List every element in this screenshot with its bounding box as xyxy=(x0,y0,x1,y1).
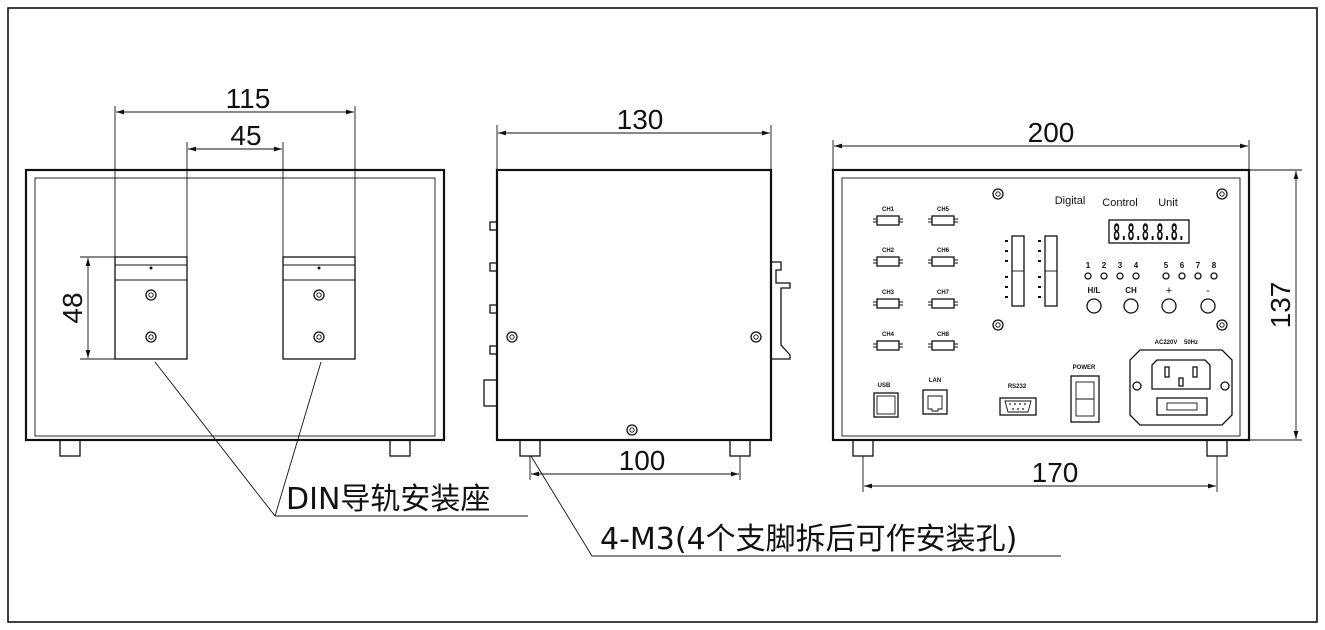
rear-enclosure xyxy=(831,168,1251,442)
control-buttons: H/L CH + - xyxy=(1086,285,1216,314)
dim-front-115: 115 xyxy=(226,83,271,114)
panel-title-control: Control xyxy=(1102,197,1137,209)
ac-inlet[interactable] xyxy=(1129,349,1233,426)
front-foot-left xyxy=(59,439,81,457)
panel-title-unit: Unit xyxy=(1158,197,1178,209)
led-label: 8 xyxy=(1212,261,1217,270)
dim-rear-170: 170 xyxy=(1032,457,1079,488)
din-mount-right xyxy=(282,256,356,360)
ch-label: CH1 xyxy=(882,207,895,213)
dim-side-130: 130 xyxy=(617,104,664,135)
usb-label: USB xyxy=(878,383,891,389)
ac-voltage-label: AC220V xyxy=(1155,340,1178,346)
ac-frequency-label: 50Hz xyxy=(1184,340,1198,346)
ch-label: CH5 xyxy=(937,207,950,213)
rs232-label: RS232 xyxy=(1008,384,1027,390)
lan-port[interactable] xyxy=(922,389,948,415)
led-label: 2 xyxy=(1102,261,1107,270)
ch-label: CH6 xyxy=(937,248,950,254)
plus-button[interactable] xyxy=(1161,298,1177,314)
button-label-plus: + xyxy=(1166,285,1172,297)
ch-label: CH2 xyxy=(882,248,895,254)
led-label: 5 xyxy=(1164,261,1169,270)
front-view: 115 45 48 xyxy=(24,83,446,457)
dim-side-100: 100 xyxy=(619,445,666,476)
callout-din-text: DIN导轨安装座 xyxy=(286,482,490,517)
button-label-minus: - xyxy=(1206,285,1210,297)
ch-label: CH3 xyxy=(882,290,895,296)
front-foot-right xyxy=(389,439,411,457)
segment-display xyxy=(1108,219,1190,244)
dim-front-45: 45 xyxy=(230,120,261,151)
ch-label: CH8 xyxy=(937,332,950,338)
button-label-ch: CH xyxy=(1125,286,1137,295)
side-foot-right xyxy=(729,439,751,457)
drawing-frame xyxy=(7,7,1318,623)
segment-display-value: 8.8.8.8.8. xyxy=(1113,221,1185,246)
lan-label: LAN xyxy=(929,378,941,384)
button-label-hl: H/L xyxy=(1088,286,1101,295)
rs232-port[interactable] xyxy=(999,397,1037,416)
din-mount-left xyxy=(114,256,188,360)
rear-foot-right xyxy=(1206,439,1228,457)
ch-label: CH7 xyxy=(937,290,950,296)
side-foot-left xyxy=(519,439,541,457)
side-enclosure xyxy=(495,168,773,442)
panel-title-digital: Digital xyxy=(1055,195,1086,207)
status-leds: 1 2 3 4 5 6 7 8 xyxy=(1084,261,1218,280)
led-label: 6 xyxy=(1180,261,1185,270)
led-label: 4 xyxy=(1134,261,1139,270)
dim-front-48: 48 xyxy=(57,292,88,323)
callout-feet-text: 4-M3(4个支脚拆后可作安装孔) xyxy=(600,522,1017,557)
side-view: 130 100 xyxy=(483,104,791,480)
usb-port[interactable] xyxy=(873,392,899,418)
led-label: 3 xyxy=(1118,261,1123,270)
power-label: POWER xyxy=(1073,365,1096,371)
terminal-blocks xyxy=(1005,235,1058,307)
led-label: 7 xyxy=(1196,261,1201,270)
hl-button[interactable] xyxy=(1086,298,1102,314)
dim-rear-200: 200 xyxy=(1028,117,1075,148)
rear-view: CH1 CH5 CH2 CH6 CH3 CH7 CH4 CH8 xyxy=(831,117,1302,492)
rear-foot-left xyxy=(852,439,874,457)
dim-rear-137: 137 xyxy=(1265,282,1296,329)
callout-feet: 4-M3(4个支脚拆后可作安装孔) xyxy=(530,455,1061,557)
channel-connectors: CH1 CH5 CH2 CH6 CH3 CH7 CH4 CH8 xyxy=(873,207,958,351)
ch-label: CH4 xyxy=(882,332,895,338)
led-label: 1 xyxy=(1086,261,1091,270)
callout-din: DIN导轨安装座 xyxy=(154,361,528,517)
front-enclosure xyxy=(24,168,446,442)
minus-button[interactable] xyxy=(1200,298,1216,314)
ch-button[interactable] xyxy=(1123,298,1139,314)
power-switch[interactable] xyxy=(1070,375,1100,423)
